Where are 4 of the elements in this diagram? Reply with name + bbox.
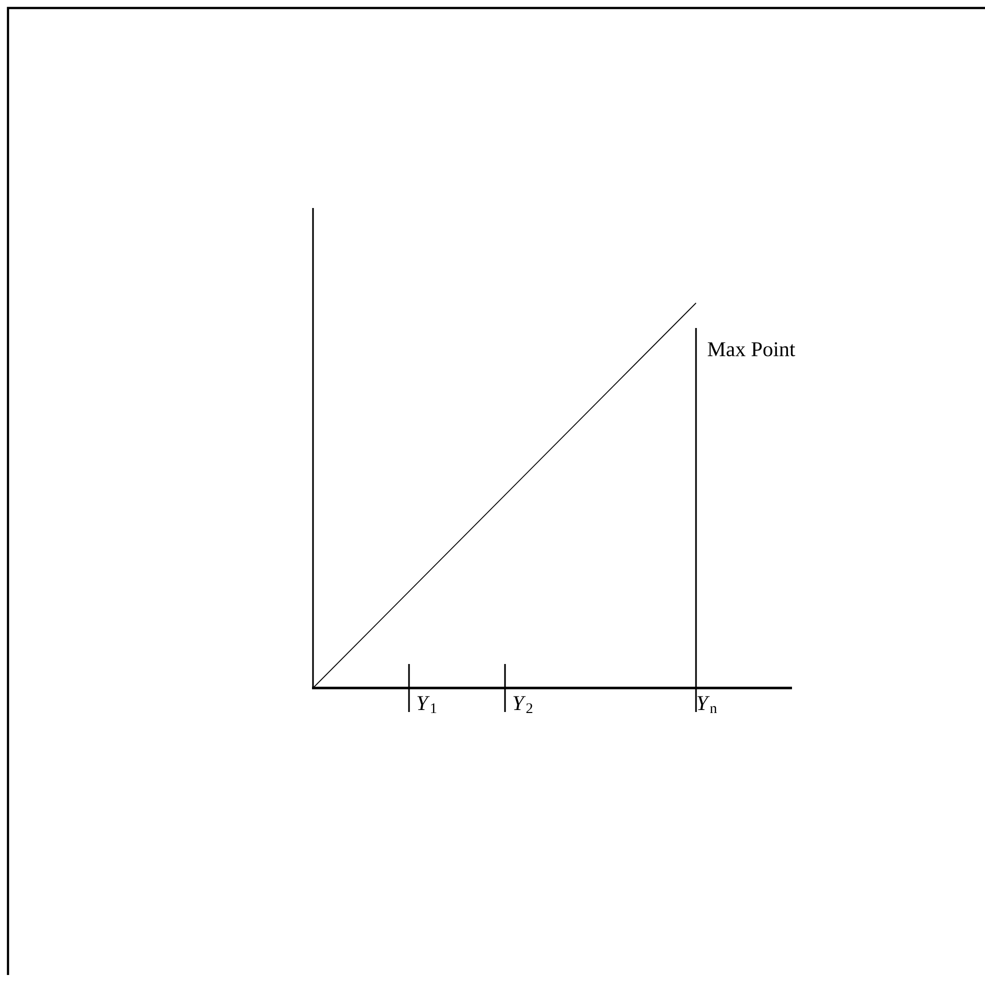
max-point-label: Max Point [708, 342, 796, 356]
tick-label: Y$_{n}$ [697, 696, 717, 714]
tick-label: Y$_{1}$ [417, 696, 436, 714]
tick-label: Y$_{2}$ [513, 696, 532, 714]
